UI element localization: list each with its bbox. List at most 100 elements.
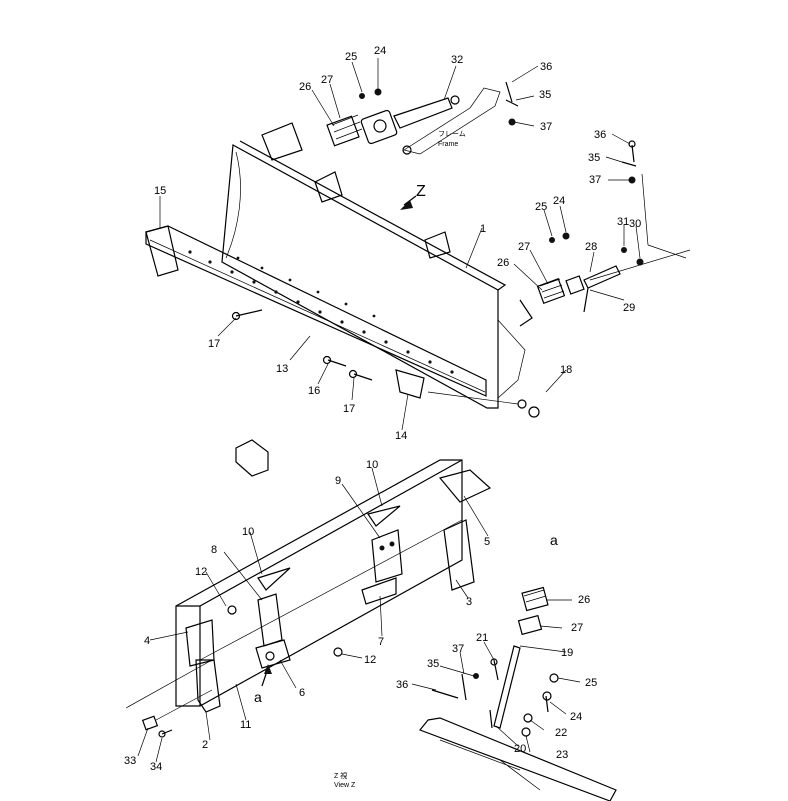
grease-12a [227,605,237,615]
bracket-9 [371,529,403,583]
blade-right-end [497,319,526,399]
callout-27: 27 [571,622,583,634]
view-z-frame [125,439,492,738]
view-z-arrowhead [400,200,413,210]
bolt-24c [545,695,549,713]
back-plate-mid [199,519,463,661]
bolt-17-right [353,373,373,381]
end-bit-right [395,369,425,399]
callout-18: 18 [560,364,572,376]
blade-rear-bracket [519,299,533,327]
blade-left-curve [225,151,241,259]
blade-top-edge [239,140,507,291]
bracket-7 [361,577,397,605]
callout-35: 35 [588,152,600,164]
callout-9: 9 [335,475,341,487]
lift-frame [419,717,617,801]
washer-35c [473,673,479,679]
nut-37b [628,176,636,184]
callout-6: 6 [299,687,305,699]
callout-20: 20 [514,743,526,755]
blade-rear-rib-2 [314,171,343,203]
callout-14: 14 [395,430,407,442]
blade-back-plate [175,459,463,707]
callout-12: 12 [195,566,207,578]
bracket-2 [195,659,221,713]
upper-left-link-assembly [326,81,519,155]
rod-19 [493,645,521,729]
washer-25c [549,673,559,683]
callout-11: 11 [240,719,251,731]
washer-25b [549,237,555,243]
detail-a-assembly [419,586,617,801]
bracket-5 [438,469,492,503]
callout-13: 13 [276,363,288,375]
callout-1: 1 [480,223,486,235]
callout-3: 3 [466,596,472,608]
callout-24: 24 [553,195,565,207]
callout-4: 4 [144,635,150,647]
detail-a-mark-top: a [550,532,558,548]
callout-36: 36 [396,679,408,691]
bolt-36b [631,144,635,163]
block-27c [517,614,543,636]
callout-25: 25 [345,51,357,63]
callout-24: 24 [570,711,582,723]
plate-33-leader [125,659,213,721]
frame-label-jp: フレーム [438,130,466,138]
callout-10: 10 [366,459,378,471]
bracket-3 [443,519,475,591]
nut-23 [521,727,531,737]
callout-19: 19 [561,647,573,659]
bracket-6 [255,639,291,669]
grease-12b [333,647,343,657]
upper-right-link-assembly [536,140,691,313]
callout-25: 25 [535,201,547,213]
brace-32 [393,97,453,129]
bracket-block [360,109,398,145]
nut-18b [528,406,540,418]
cutting-edge [145,225,487,397]
plate-33 [141,715,159,731]
nut-18a [517,399,527,409]
callout-12: 12 [364,654,376,666]
callout-32: 32 [451,54,463,66]
bolt-17-left [235,309,263,317]
callout-26: 26 [578,594,590,606]
callout-37: 37 [589,174,601,186]
blade-face [221,144,499,409]
bolt-36c [431,689,459,699]
blade-rear-rib-1 [261,122,303,161]
nut-30 [636,258,644,266]
callout-2: 2 [202,739,208,751]
pin-37c [461,673,467,701]
view-z-caption-jp: Z 視 [334,771,347,780]
blade-assembly [145,122,540,418]
bolt-34 [161,729,173,735]
callout-36: 36 [540,61,552,73]
callout-37: 37 [452,643,464,655]
callout-7: 7 [378,636,384,648]
callout-27: 27 [518,241,530,253]
pin-35b [621,161,637,167]
washer-22 [523,713,533,723]
detail-a-mark: a [254,689,262,705]
callout-17: 17 [343,403,355,415]
callout-8: 8 [211,544,217,556]
pin-35a [505,99,519,107]
cutting-edge-line [149,239,486,393]
nut-37a [508,118,516,126]
callout-24: 24 [374,45,386,57]
bracket-8 [257,593,283,647]
bolt-21 [493,659,499,681]
bolt-31 [621,247,627,253]
bolt-36a [505,81,513,103]
callout-15: 15 [154,185,166,197]
callout-10: 10 [242,526,254,538]
callout-31: 31 [617,216,629,228]
cutting-edge-bolt-holes [188,250,454,374]
callout-35: 35 [539,89,551,101]
end-bit-left [145,225,179,277]
block-27b [565,275,585,295]
